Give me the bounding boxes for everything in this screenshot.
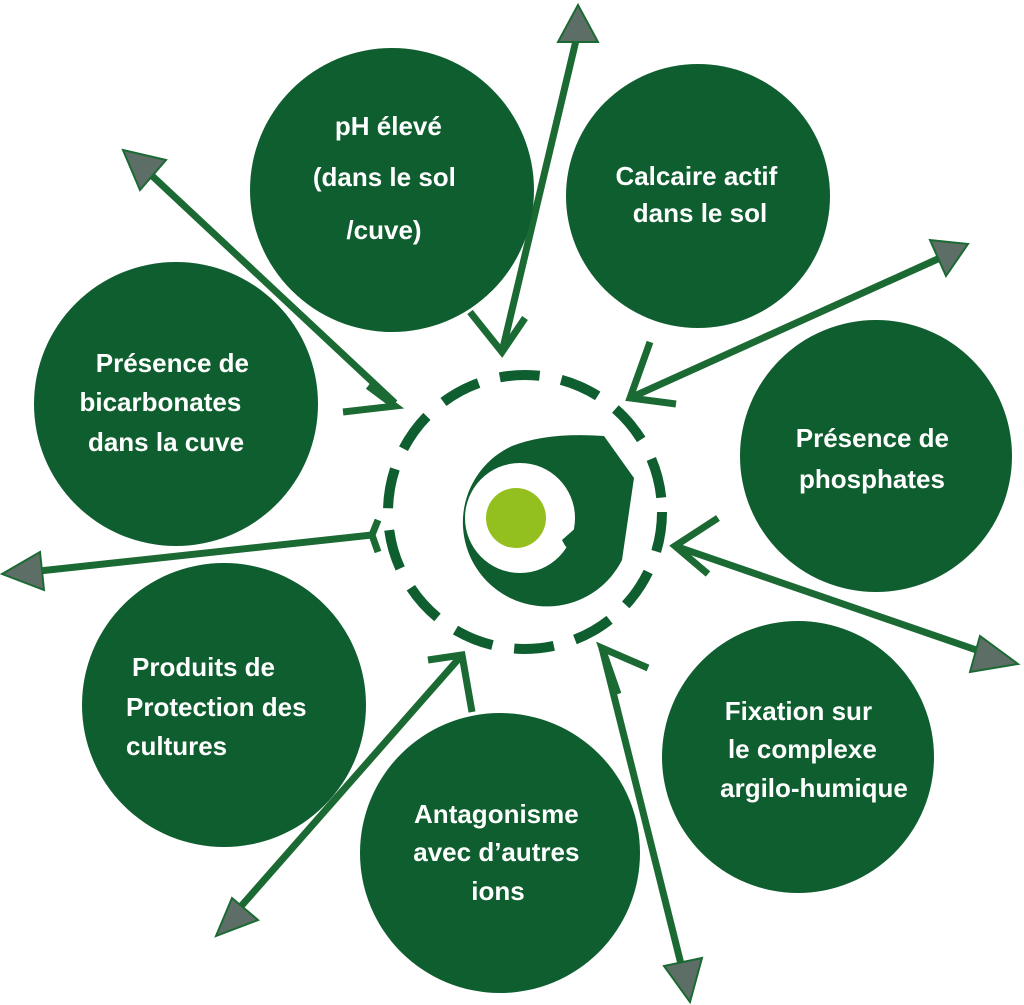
arrow-outward-bottom-right bbox=[596, 641, 704, 1005]
svg-text:Produits de Protection: Produits de Protection des cultures bbox=[126, 652, 314, 761]
factor-fixation-line: le complexe bbox=[728, 734, 877, 764]
factor-phosphates-line: phosphates bbox=[799, 464, 945, 494]
factor-ph-line: /cuve) bbox=[346, 215, 421, 245]
factor-produits-line: Produits de bbox=[132, 652, 275, 682]
factor-bicarbonates-line: Présence de bbox=[96, 348, 249, 378]
center-dot-icon bbox=[486, 488, 546, 548]
factor-circles: pH élevé (dans le sol /cuve) Calcaire ac… bbox=[34, 48, 1012, 993]
factor-ph: pH élevé (dans le sol /cuve) bbox=[250, 48, 534, 332]
factor-calcaire-line: Calcaire actif bbox=[615, 161, 777, 191]
arrow-outward-left bbox=[0, 518, 382, 592]
factor-antagonisme-line: avec d’autres bbox=[413, 837, 579, 867]
dashed-ring bbox=[383, 370, 667, 654]
factor-bicarbonates-line: bicarbonates bbox=[79, 387, 241, 417]
svg-text:Présence de phosphate: Présence de phosphates bbox=[796, 423, 956, 494]
factor-produits: Produits de Protection des cultures bbox=[82, 563, 366, 847]
arrow-outward-bottom-left bbox=[214, 651, 476, 938]
arrow-outward-right bbox=[669, 515, 1021, 674]
factor-antagonisme-line: ions bbox=[471, 876, 524, 906]
factor-fixation: Fixation sur le complexe argilo-humique bbox=[662, 621, 934, 893]
factor-phosphates: Présence de phosphates bbox=[740, 320, 1012, 592]
factor-antagonisme: Antagonisme avec d’autres ions bbox=[360, 713, 640, 993]
factor-produits-line: Protection des bbox=[126, 692, 307, 722]
factor-ph-line: (dans le sol bbox=[313, 162, 456, 192]
svg-text:pH élevé (dans le sol: pH élevé (dans le sol /cuve) bbox=[313, 111, 463, 245]
green-drop-logo-icon bbox=[462, 435, 634, 607]
factor-calcaire: Calcaire actif dans le sol bbox=[566, 64, 830, 328]
arrow-outward-top bbox=[467, 2, 600, 358]
factor-ph-line: pH élevé bbox=[335, 111, 442, 141]
svg-text:Fixation sur le compl: Fixation sur le complexe argilo-humique bbox=[720, 696, 908, 803]
factor-phosphates-line: Présence de bbox=[796, 423, 949, 453]
factor-bicarbonates: Présence de bicarbonates dans la cuve bbox=[34, 262, 318, 546]
center-element bbox=[383, 370, 667, 654]
factor-produits-line: cultures bbox=[126, 731, 227, 761]
factor-antagonisme-line: Antagonisme bbox=[414, 799, 579, 829]
factor-calcaire-line: dans le sol bbox=[633, 198, 767, 228]
svg-text:Présence de bicarbon: Présence de bicarbonates dans la cuve bbox=[79, 348, 256, 457]
svg-text:Calcaire actif dans l: Calcaire actif dans le sol bbox=[615, 161, 784, 228]
svg-text:Antagonisme avec d’aut: Antagonisme avec d’autres ions bbox=[413, 799, 586, 906]
factor-bicarbonates-line: dans la cuve bbox=[88, 427, 244, 457]
factor-fixation-line: argilo-humique bbox=[720, 773, 908, 803]
arrow-inward-top-right bbox=[625, 238, 970, 408]
arrow-outward-top-left bbox=[121, 148, 405, 416]
factor-fixation-line: Fixation sur bbox=[725, 696, 872, 726]
